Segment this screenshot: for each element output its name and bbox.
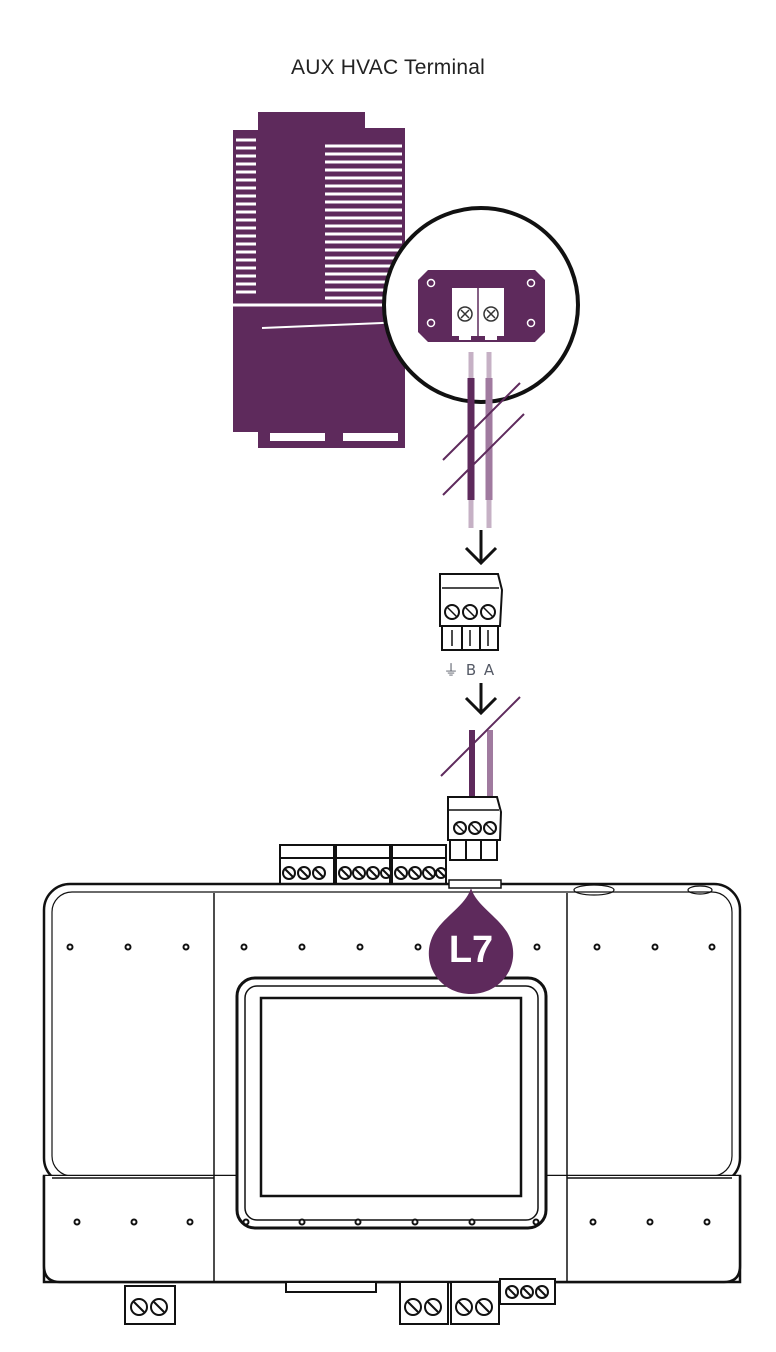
- ground-terminal-label: ⏚: [443, 661, 458, 679]
- cable-lower: [440, 696, 521, 798]
- controller-body: [42, 879, 742, 1284]
- three-pin-connector: [439, 573, 504, 651]
- terminal-zoom-circle: [382, 206, 580, 404]
- port-badge-l7: L7: [428, 888, 514, 994]
- cable-upper: [442, 352, 525, 528]
- plugged-connector: [447, 796, 503, 861]
- arrow-down-icon: [464, 683, 498, 716]
- port-badge-label: L7: [449, 929, 493, 971]
- hvac-unit: [233, 112, 406, 448]
- top-terminal-blocks: [279, 844, 447, 886]
- bottom-connectors: [124, 1278, 556, 1325]
- terminal-a-label: A: [484, 661, 495, 679]
- terminal-b-label: B: [466, 661, 476, 679]
- diagram-title: AUX HVAC Terminal: [290, 56, 485, 79]
- arrow-down-icon: [464, 530, 498, 566]
